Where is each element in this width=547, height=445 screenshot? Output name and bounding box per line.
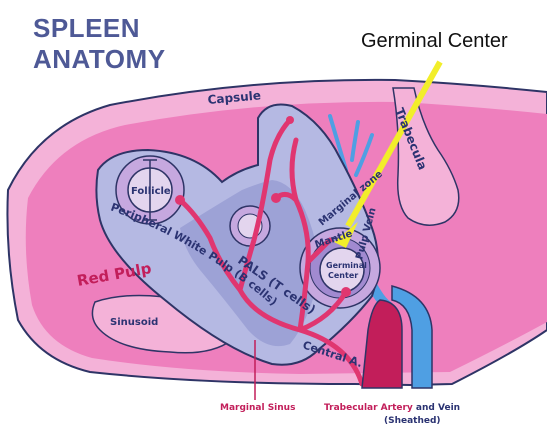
- germinal-center-label-line1: Germinal: [326, 261, 367, 270]
- trabecular-artery-label: Trabecular Artery: [324, 403, 413, 413]
- follicle-label: Follicle: [131, 186, 171, 197]
- sheathed-label: (Sheathed): [384, 416, 441, 426]
- germinal-center-label-line2: Center: [328, 271, 358, 280]
- trabecular-vessels-label: Trabecular Artery and Vein: [324, 403, 460, 413]
- sinusoid-label: Sinusoid: [110, 317, 158, 328]
- trabecular-vein-label: and Vein: [413, 403, 460, 413]
- marginal-sinus-label: Marginal Sinus: [220, 403, 295, 413]
